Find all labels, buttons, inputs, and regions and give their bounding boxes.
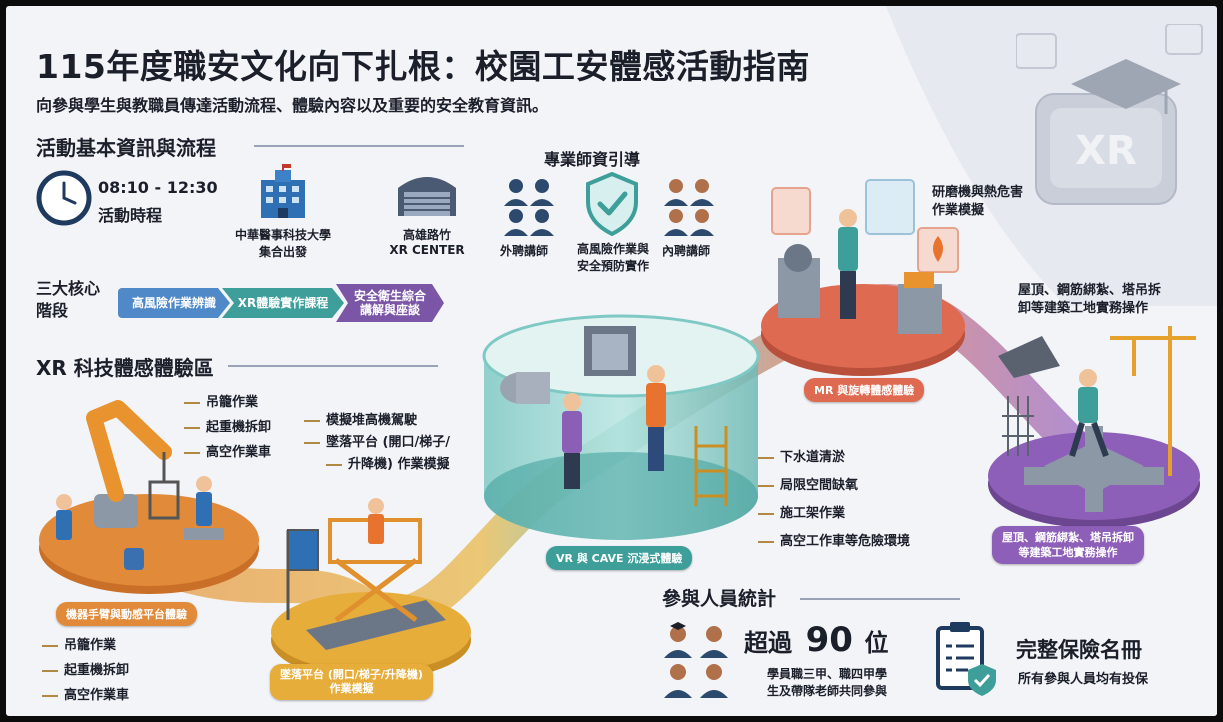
depart-location: 中華醫事科技大學 集合出發 — [218, 226, 348, 260]
clock-icon — [36, 170, 92, 226]
vr-list: 下水道清淤 局限空間缺氧 施工架作業 高空工作車等危險環境 — [758, 444, 910, 556]
stats-panel — [626, 582, 1217, 716]
lift-list: 模擬堆高機駕駛 墜落平台 (開口/梯子/ 升降機) 作業模擬 — [304, 410, 450, 476]
roof-pill-line2: 等建築工地實務操作 — [1018, 546, 1118, 559]
lift-pill-line1: 墜落平台 (開口/梯子/升降機) — [280, 668, 423, 681]
robot-bottom-item: 高空作業車 — [42, 683, 129, 708]
clipboard-shield-icon — [936, 622, 996, 696]
dest-line2: XR CENTER — [389, 243, 465, 257]
activity-time: 08:10 - 12:30 — [98, 178, 218, 197]
vr-item: 施工架作業 — [758, 500, 910, 528]
stage-3-line2: 講解與座談 — [359, 303, 420, 317]
participant-desc-line2: 生及帶隊老師共同參與 — [766, 684, 887, 698]
mr-label-line2: 作業模擬 — [932, 203, 985, 218]
guidance-heading: 專業師資引導 — [544, 150, 641, 169]
xr-headset-graphic: XR — [1016, 24, 1203, 205]
participants-icon — [664, 622, 728, 698]
participant-count: 超過 90 位 — [744, 620, 888, 660]
robot-top-item: 高空作業車 — [184, 440, 271, 465]
count-number: 90 — [805, 620, 853, 660]
insurance-title: 完整保險名冊 — [1016, 638, 1142, 662]
lift-item: 升降機) 作業模擬 — [304, 454, 450, 476]
vr-item: 下水道清淤 — [758, 444, 910, 472]
participant-desc-line1: 學員職三甲、職四甲學 — [766, 667, 887, 681]
lift-platform-pill: 墜落平台 (開口/梯子/升降機) 作業模擬 — [270, 664, 433, 700]
depart-line1: 中華醫事科技大學 — [234, 228, 331, 242]
internal-instructors-label: 內聘講師 — [662, 244, 711, 258]
vr-cave-cylinder — [482, 314, 760, 540]
basic-info-heading: 活動基本資訊與流程 — [36, 136, 216, 160]
stage-3-line1: 安全衛生綜合 — [353, 289, 426, 303]
xr-center-building-icon — [398, 177, 456, 216]
robot-top-list: 吊籠作業 起重機拆卸 高空作業車 — [184, 390, 271, 465]
mr-platform — [761, 179, 965, 376]
external-instructors-icon — [504, 179, 554, 236]
robot-bottom-item: 吊籠作業 — [42, 633, 129, 658]
shield-check-icon — [586, 172, 638, 236]
lift-item: 墜落平台 (開口/梯子/ — [304, 432, 450, 454]
mr-label: 研磨機與熱危害 作業模擬 — [932, 184, 1023, 220]
guidance-center-text: 高風險作業與 安全預防實作 — [558, 240, 668, 274]
stats-heading: 參與人員統計 — [662, 588, 777, 610]
activity-time-label: 活動時程 — [98, 206, 163, 225]
construction-platform — [988, 326, 1200, 528]
participant-description: 學員職三甲、職四甲學 生及帶隊老師共同參與 — [744, 666, 910, 700]
mr-label-line1: 研磨機與熱危害 — [932, 185, 1024, 200]
vr-item: 局限空間缺氧 — [758, 472, 910, 500]
infographic-page: XR 115年度職安文化向下扎根：校園工安體感活動指南 向參與學生與教職員傳達活… — [6, 6, 1217, 716]
robot-bottom-list: 吊籠作業 起重機拆卸 高空作業車 — [42, 633, 129, 708]
roof-label-line1: 屋頂、鋼筋綁紮、塔吊拆 — [1018, 283, 1162, 298]
stage-1: 高風險作業辨識 — [118, 288, 230, 318]
construction-platform-pill: 屋頂、鋼筋綁紮、塔吊拆卸 等建築工地實務操作 — [992, 526, 1144, 564]
lift-platform — [271, 498, 471, 680]
robot-arm-platform — [39, 400, 259, 594]
xr-zone-heading: XR 科技體感體驗區 — [36, 356, 214, 380]
roof-label-line2: 卸等建築工地實務操作 — [1018, 301, 1149, 316]
lift-pill-line2: 作業模擬 — [329, 682, 374, 695]
xr-heading-divider — [228, 365, 438, 367]
stats-heading-divider — [800, 598, 960, 600]
count-prefix: 超過 — [744, 629, 792, 657]
robot-bottom-item: 起重機拆卸 — [42, 658, 129, 683]
dest-line1: 高雄路竹 — [402, 228, 451, 242]
roof-label: 屋頂、鋼筋綁紮、塔吊拆 卸等建築工地實務操作 — [1018, 282, 1161, 318]
stage-3: 安全衛生綜合講解與座談 — [336, 284, 444, 322]
stage-2: XR體驗實作課程 — [222, 288, 344, 318]
vr-cave-pill: VR 與 CAVE 沉浸式體驗 — [546, 546, 693, 570]
xr-badge: XR — [1075, 128, 1137, 174]
mr-platform-pill: MR 與旋轉體感體驗 — [804, 378, 925, 402]
robot-top-item: 吊籠作業 — [184, 390, 271, 415]
guidance-center-line2: 安全預防實作 — [576, 259, 649, 273]
stages-label: 三大核心 階段 — [36, 278, 100, 322]
page-title: 115年度職安文化向下扎根：校園工安體感活動指南 — [36, 47, 810, 86]
heading-divider — [254, 145, 464, 147]
school-building-icon — [261, 164, 305, 218]
page-subtitle: 向參與學生與教職員傳達活動流程、體驗內容以及重要的安全教育資訊。 — [36, 96, 549, 115]
count-unit: 位 — [864, 629, 889, 657]
internal-instructors-icon — [664, 179, 714, 236]
robot-platform-pill: 機器手臂與動感平台體驗 — [56, 602, 197, 626]
roof-pill-line1: 屋頂、鋼筋綁紮、塔吊拆卸 — [1002, 531, 1134, 544]
depart-line2: 集合出發 — [258, 245, 307, 259]
destination-location: 高雄路竹 XR CENTER — [372, 226, 482, 257]
external-instructors-label: 外聘講師 — [500, 244, 549, 258]
lift-item: 模擬堆高機駕駛 — [304, 410, 450, 432]
stages-label-line1: 三大核心 — [36, 279, 101, 298]
guidance-center-line1: 高風險作業與 — [576, 242, 649, 256]
vr-item: 高空工作車等危險環境 — [758, 528, 910, 556]
stages-label-line2: 階段 — [36, 301, 69, 320]
insurance-description: 所有參與人員均有投保 — [1018, 672, 1149, 687]
robot-top-item: 起重機拆卸 — [184, 415, 271, 440]
